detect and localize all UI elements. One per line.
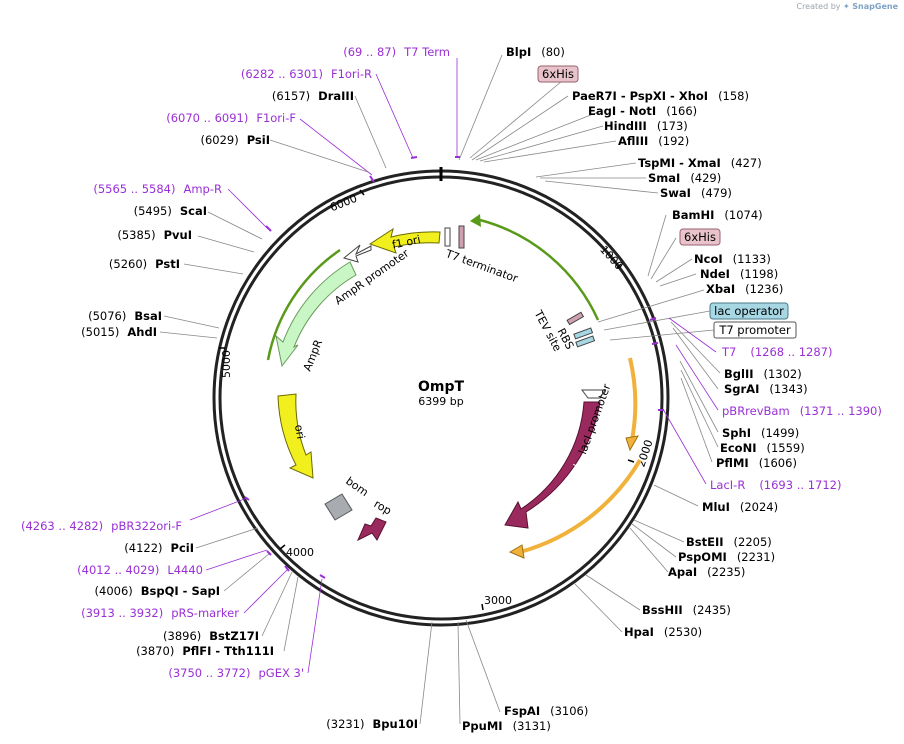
connector-lines	[159, 54, 721, 725]
tick-label-6000: 6000	[328, 192, 359, 215]
site-label-bstz17i: (3896)BstZ17I	[163, 629, 259, 643]
credit-brand: SnapGene	[852, 2, 898, 11]
site-label-pcii: (4122)PciI	[124, 541, 194, 555]
site-label-sgrai: SgrAI(1343)	[724, 382, 808, 396]
his-tag-label-1: 6xHis	[542, 67, 574, 81]
ampr-green-outline	[266, 248, 341, 361]
site-label-apai: ApaI(2235)	[668, 565, 745, 579]
t7-promoter-label: T7 promoter	[718, 323, 791, 337]
ampr-promoter-arrow	[342, 244, 372, 263]
his-tag-badge-2	[679, 228, 721, 246]
snapgene-logo-icon: ✦	[843, 2, 850, 11]
ampr-label: AmpR	[301, 337, 325, 373]
primer-label-t7: T7(1268 .. 1287)	[721, 345, 832, 359]
site-label-scai: (5495)ScaI	[134, 204, 207, 218]
primer-label-prs-marker: (3913 .. 3932)pRS-marker	[81, 606, 239, 620]
snapgene-credit: Created by ✦ SnapGene	[796, 2, 898, 11]
tick-label-3000: 3000	[484, 594, 512, 607]
bom-box	[324, 493, 353, 521]
his-tag-box-1	[566, 311, 585, 326]
lacI-arrow	[504, 401, 601, 529]
primer-label-pgex3: (3750 .. 3772)pGEX 3'	[168, 666, 304, 680]
his-tag-label-2: 6xHis	[684, 230, 716, 244]
site-label-bamhi: BamHI(1074)	[672, 208, 763, 222]
primer-label-f1ori-f: (6070 .. 6091)F1ori-F	[166, 111, 296, 125]
t7-terminator-box-2	[458, 225, 465, 249]
t7-terminator-label: T7 terminator	[443, 247, 520, 286]
bom-label: bom	[343, 474, 370, 499]
site-label-ahdi: (5015)AhdI	[81, 325, 157, 339]
site-label-ncoi: NcoI(1133)	[694, 252, 771, 266]
rbs-box-2	[575, 335, 596, 348]
green-arrow-top	[479, 218, 600, 321]
primer-marks	[244, 156, 664, 579]
site-label-ndei: NdeI(1198)	[700, 267, 778, 281]
site-label-bsai: (5076)BsaI	[88, 309, 162, 323]
ori-arrow	[277, 393, 314, 479]
site-label-psti: (5260)PstI	[109, 257, 180, 271]
site-label-sphi: SphI(1499)	[722, 426, 799, 440]
site-label-mlui: MluI(2024)	[702, 500, 778, 514]
primer-label-f1ori-r: (6282 .. 6301)F1ori-R	[241, 67, 372, 81]
credit-prefix: Created by	[796, 2, 841, 11]
site-label-ppumi: PpuMI(3131)	[462, 719, 551, 733]
site-label-smai: SmaI(429)	[648, 171, 721, 185]
rop-label: rop	[372, 497, 394, 517]
t7-terminator-box-1	[444, 227, 451, 247]
orange-arrowhead-right	[625, 435, 639, 452]
lac-operator-label: lac operator	[714, 304, 784, 318]
primer-label-amp-r: (5565 .. 5584)Amp-R	[93, 182, 222, 196]
ampr-arrow	[275, 261, 357, 368]
plasmid-name: OmpT	[418, 379, 465, 395]
site-label-eagi: EagI - NotI(166)	[588, 104, 697, 118]
site-label-hindiii: HindIII(173)	[604, 119, 688, 133]
site-label-bsshii: BssHII(2435)	[642, 603, 731, 617]
lacI-promoter-arrow	[581, 389, 606, 399]
site-label-pspomi: PspOMI(2231)	[678, 550, 775, 564]
site-label-pflmi: PflMI(1606)	[716, 456, 797, 470]
orange-arrow-bottom	[519, 458, 642, 554]
rbs-box	[573, 327, 594, 340]
lac-operator-badge	[709, 302, 789, 320]
site-label-draiii: (6157)DraIII	[272, 89, 354, 103]
site-label-bspqi: (4006)BspQI - SapI	[95, 584, 220, 598]
site-label-bpu10i: (3231)Bpu10I	[326, 717, 418, 731]
left-labels: (69 .. 87)T7 Term (6282 .. 6301)F1ori-R …	[21, 45, 450, 731]
primer-label-pbr322ori-f: (4263 .. 4282)pBR322ori-F	[21, 519, 182, 533]
green-arrowhead-top	[470, 214, 481, 227]
site-label-afliii: AflIII(192)	[618, 134, 689, 148]
site-label-pvui: (5385)PvuI	[117, 228, 192, 242]
tick-label-4000: 4000	[286, 546, 314, 559]
rop-arrow	[356, 517, 387, 542]
right-labels: BlpI(80) 6xHis PaeR7I - PspXI - XhoI(158…	[462, 45, 882, 733]
site-label-fspai: FspAI(3106)	[504, 704, 588, 718]
primer-label-l4440: (4012 .. 4029)L4440	[77, 563, 203, 577]
f1-ori-label: f1 ori	[391, 233, 422, 252]
site-label-swai: SwaI(479)	[660, 186, 732, 200]
t7-promoter-badge	[713, 321, 797, 339]
tick-marks	[219, 189, 635, 611]
site-label-econi: EcoNI(1559)	[720, 441, 805, 455]
primer-label-laci-r: LacI-R(1693 .. 1712)	[710, 478, 841, 492]
site-label-bglii: BglII(1302)	[724, 367, 802, 381]
ori-label: ori	[292, 424, 307, 440]
orange-arrow-right	[628, 357, 638, 441]
site-label-hpai: HpaI(2530)	[624, 625, 702, 639]
site-label-paer7i: PaeR7I - PspXI - XhoI(158)	[572, 89, 749, 103]
primer-label-t7-term: (69 .. 87)T7 Term	[343, 45, 450, 59]
f1-ori-arrow	[368, 227, 441, 254]
site-label-xbai: XbaI(1236)	[706, 282, 783, 296]
primer-label-pbrrevbam: pBRrevBam(1371 .. 1390)	[722, 404, 882, 418]
orange-arrowhead-bottom	[508, 544, 525, 559]
site-label-psii: (6029)PsiI	[200, 133, 270, 147]
site-label-bsteii: BstEII(2205)	[686, 535, 772, 549]
site-label-tspmi: TspMI - XmaI(427)	[638, 156, 762, 170]
site-label-blpi: BlpI(80)	[506, 45, 565, 59]
his-tag-badge-1	[537, 65, 579, 83]
plasmid-length: 6399 bp	[418, 395, 463, 408]
tick-label-5000: 5000	[220, 350, 233, 378]
site-label-pflfi: (3870)PflFI - Tth111I	[136, 644, 274, 658]
